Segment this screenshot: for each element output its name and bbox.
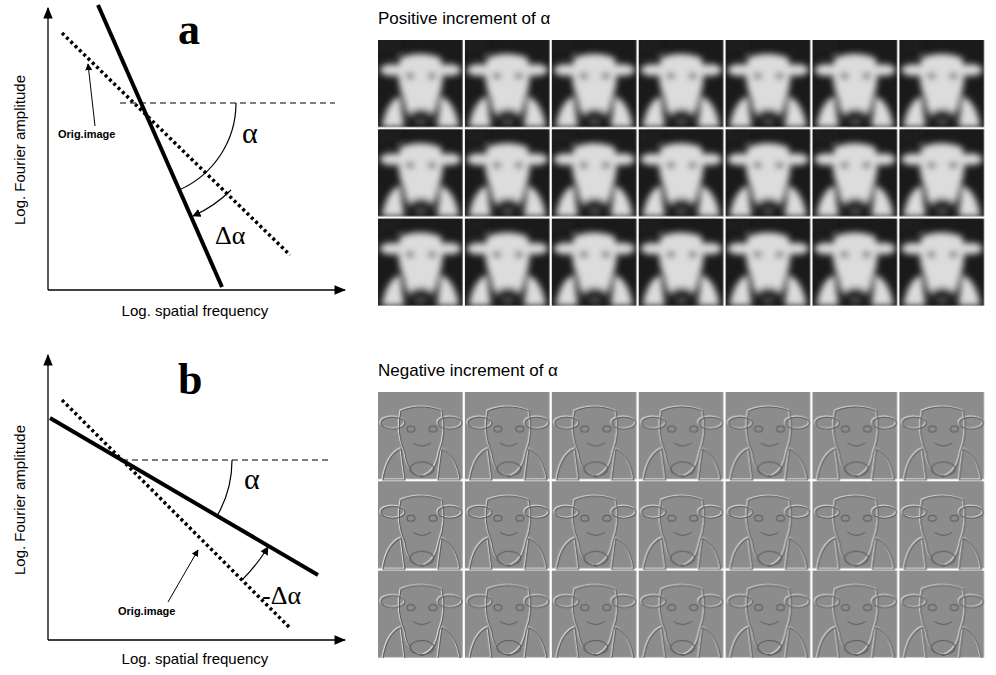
original-spectrum-line xyxy=(62,400,290,628)
axis-label: Log. spatial frequency xyxy=(122,651,269,668)
y-axis xyxy=(47,355,48,640)
angle-label: α xyxy=(244,462,260,495)
angle-label: -Δα xyxy=(262,582,301,611)
panel-title: Negative increment of α xyxy=(378,362,558,381)
leader-line xyxy=(168,550,198,602)
original-spectrum-line xyxy=(62,33,290,255)
panel-letter: b xyxy=(178,356,202,404)
x-axis xyxy=(48,289,345,290)
spectrum-line xyxy=(98,5,222,287)
y-axis xyxy=(47,8,48,290)
angle-arc xyxy=(179,103,236,190)
x-axis xyxy=(48,639,345,640)
spectrum-line xyxy=(50,418,318,575)
image-grid xyxy=(378,392,986,658)
panel-letter: a xyxy=(178,6,200,54)
angle-label: α xyxy=(242,116,258,149)
callout-label: Orig.image xyxy=(58,128,115,140)
angle-arc xyxy=(217,460,232,516)
angle-arc xyxy=(193,190,231,216)
axis-label: Log. Fourier amplitude xyxy=(12,425,29,575)
leader-line xyxy=(88,64,95,126)
reference-line xyxy=(120,103,335,104)
panel-title: Positive increment of α xyxy=(378,10,550,29)
angle-label: Δα xyxy=(215,222,245,251)
angle-arc xyxy=(242,547,268,580)
callout-label: Orig.image xyxy=(118,605,175,617)
image-grid xyxy=(378,40,986,306)
axis-label: Log. Fourier amplitude xyxy=(12,75,29,225)
axis-label: Log. spatial frequency xyxy=(122,303,269,320)
reference-line xyxy=(122,460,330,461)
